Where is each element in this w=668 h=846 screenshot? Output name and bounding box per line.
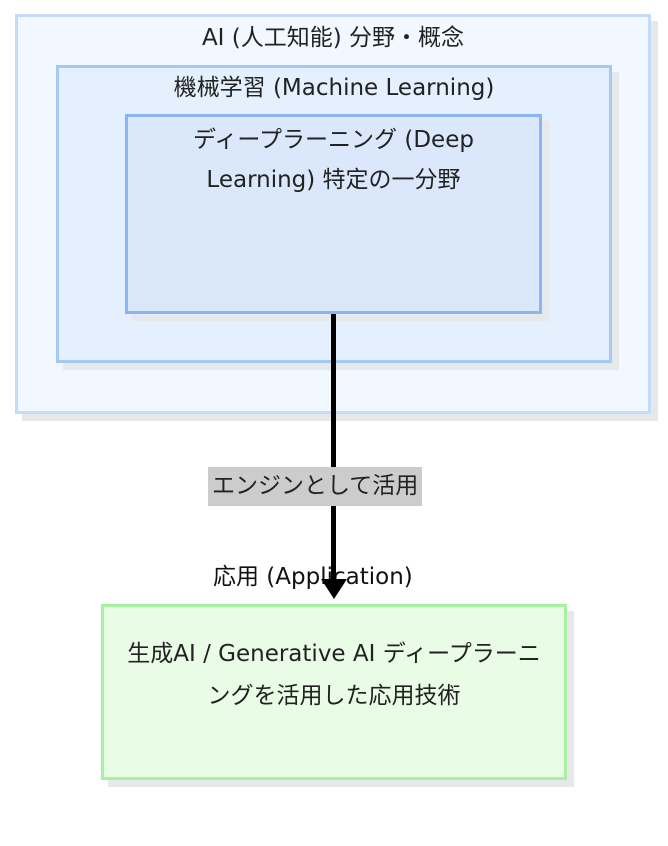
deep-learning-box [125,114,542,314]
deep-learning-label: ディープラーニング (Deep Learning) 特定の一分野 [193,127,474,193]
edge-line-upper [331,314,336,470]
ai-field-label: AI (人工知能) 分野・概念 [201,25,465,51]
edge-line-lower [331,506,336,588]
arrowhead-icon [321,579,347,599]
application-label: 応用 (Application) [213,564,413,590]
generative-ai-box [101,604,567,780]
machine-learning-label: 機械学習 (Machine Learning) [173,75,495,101]
generative-ai-label: 生成AI / Generative AI ディープラーニングを活用した応用技術 [127,641,541,709]
edge-label: エンジンとして活用 [208,467,423,506]
